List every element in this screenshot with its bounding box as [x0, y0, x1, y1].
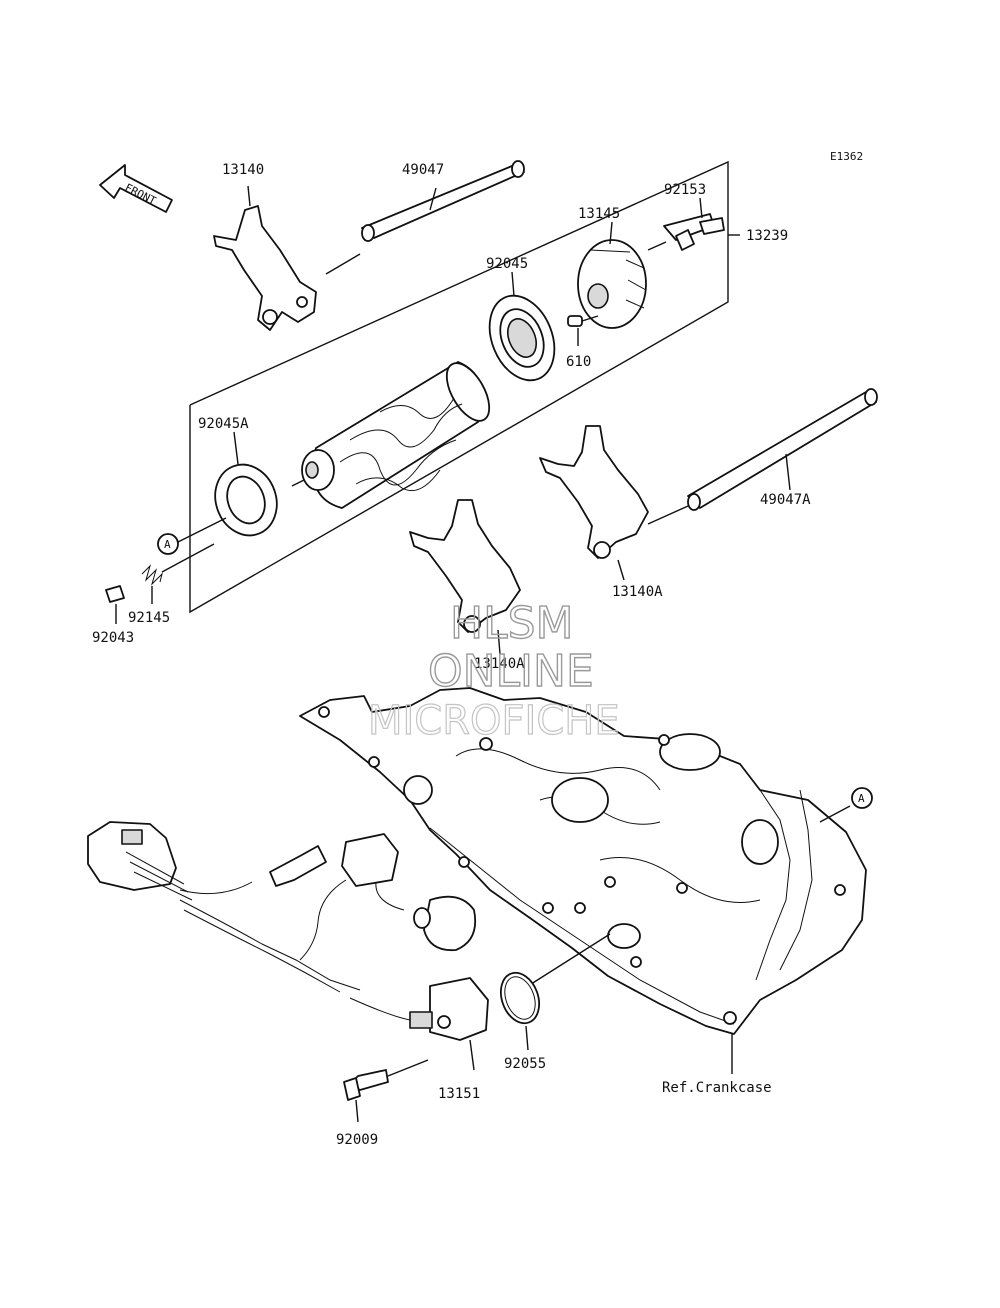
- part-label-49047: 49047: [402, 162, 444, 178]
- bolt-92153: [647, 197, 725, 251]
- pin-610: [567, 315, 599, 346]
- svg-text:A: A: [858, 792, 865, 805]
- part-label-13140A-center: 13140A: [474, 656, 525, 672]
- bolt-92009: [343, 1059, 429, 1123]
- shift-rod-49047A: [647, 388, 878, 525]
- part-label-13140: 13140: [222, 162, 264, 178]
- diagram-code: E1362: [830, 150, 863, 163]
- shift-fork-13140A-center: [409, 499, 521, 655]
- callout-a-right: A: [851, 787, 873, 809]
- wiring-harness: [87, 821, 489, 1071]
- shift-drum: [291, 361, 491, 509]
- part-label-92055: 92055: [504, 1056, 546, 1072]
- watermark: HLSM ONLINE MICROFICHE: [367, 597, 620, 744]
- watermark-line-3: MICROFICHE: [368, 698, 620, 744]
- part-label-49047A: 49047A: [760, 492, 811, 508]
- watermark-line-1: HLSM: [450, 598, 574, 649]
- part-label-610: 610: [566, 354, 591, 370]
- part-label-92153: 92153: [664, 182, 706, 198]
- part-label-92045A: 92045A: [198, 416, 249, 432]
- spring-92145: [141, 543, 215, 604]
- bearing-92045: [488, 271, 556, 382]
- callout-a-left: A: [157, 517, 227, 555]
- pin-92043: [105, 585, 125, 624]
- part-label-13151: 13151: [438, 1086, 480, 1102]
- shift-fork-13140: [213, 185, 317, 331]
- part-label-13239: 13239: [746, 228, 788, 244]
- front-arrow-icon: FRONT: [99, 164, 173, 213]
- part-label-92145: 92145: [128, 610, 170, 626]
- crankcase: [299, 687, 867, 1074]
- assembly-frame: [189, 160, 740, 614]
- part-label-92009: 92009: [336, 1132, 378, 1148]
- part-label-92045: 92045: [486, 256, 528, 272]
- bearing-92045A: [214, 431, 278, 537]
- part-label-13140A-right: 13140A: [612, 584, 663, 600]
- watermark-line-2: ONLINE: [428, 646, 594, 697]
- shift-fork-13140A-right: [539, 425, 649, 581]
- part-label-92043: 92043: [92, 630, 134, 646]
- cam-plate-13145: [577, 221, 647, 329]
- part-label-13145: 13145: [578, 206, 620, 222]
- o-ring-92055: [499, 971, 541, 1051]
- svg-text:A: A: [164, 538, 171, 551]
- shift-rod-49047: [325, 160, 525, 275]
- ref-crankcase-label: Ref.Crankcase: [662, 1080, 772, 1096]
